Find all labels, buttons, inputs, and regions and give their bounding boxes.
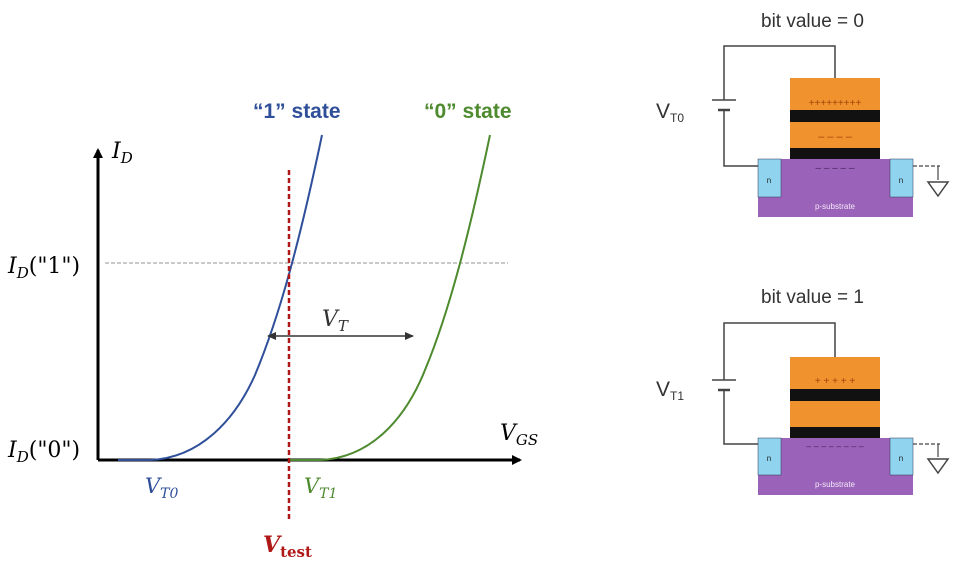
cell1-wire	[723, 322, 836, 380]
cell0-substrate	[758, 159, 913, 217]
state1-label: “1” state	[253, 100, 341, 123]
cell0-ground-icon	[926, 181, 950, 198]
cell0-floating-gate	[790, 122, 880, 148]
cell-bit1: bit value = 1 VT1 + + + + + n n – – – – …	[656, 287, 950, 495]
vtest-label: Vtest	[263, 532, 312, 561]
cell0-channel-charge: – – – – –	[816, 163, 855, 174]
cell1-n-left-label: n	[767, 454, 771, 463]
cell-bit0: bit value = 0 VT0 +++++++++ – – – – n n …	[656, 11, 950, 217]
cell0-substrate-label: p-substrate	[815, 202, 856, 211]
cell1-control-gate	[790, 357, 880, 389]
x-axis-label: VGS	[500, 421, 538, 449]
cell1-channel-charge: – – – – – – – –	[806, 441, 864, 451]
id-vgs-graph: ID VGS ID("1") ID("0") “1” state “0” sta…	[7, 100, 538, 561]
cell1-n-right	[889, 437, 914, 476]
cell1-upper-charge: + + + + +	[815, 376, 855, 387]
cell1-floating-gate	[790, 401, 880, 427]
y-axis-label: ID	[111, 139, 133, 167]
cell0-title: bit value = 0	[761, 11, 864, 32]
vt0-label: VT0	[145, 474, 179, 502]
cell1-n-left	[757, 437, 782, 476]
cell0-control-gate	[790, 78, 880, 110]
cell0-wire-low	[723, 110, 758, 167]
state0-label: “0” state	[424, 100, 512, 123]
cell1-oxide-1	[790, 389, 880, 401]
cell0-n-right-label: n	[899, 176, 903, 185]
cell0-wire	[723, 45, 836, 100]
id1-label: ID("1")	[7, 254, 80, 282]
cell0-n-right	[889, 158, 914, 198]
cell1-ground-icon	[926, 458, 950, 475]
state1-curve	[118, 134, 323, 461]
cell1-oxide-2	[790, 427, 880, 438]
cell1-wire-low	[723, 390, 758, 445]
cell1-voltage-label: VT1	[656, 378, 684, 403]
vt1-label: VT1	[304, 474, 337, 502]
cell0-n-left-label: n	[767, 176, 771, 185]
id0-label: ID("0")	[7, 438, 80, 466]
cell0-oxide-1	[790, 110, 880, 122]
cell0-oxide-2	[790, 148, 880, 159]
vt-label: VT	[322, 307, 349, 335]
cell0-voltage-label: VT0	[656, 100, 684, 125]
cell1-title: bit value = 1	[761, 287, 864, 308]
cell1-substrate-label: p-substrate	[815, 480, 856, 489]
cell0-n-left	[757, 158, 782, 198]
cell0-lower-charge: – – – –	[818, 131, 853, 143]
cell1-n-right-label: n	[899, 454, 903, 463]
cell1-substrate	[758, 438, 913, 495]
cell0-upper-charge: +++++++++	[809, 98, 862, 109]
state0-curve	[290, 134, 491, 461]
